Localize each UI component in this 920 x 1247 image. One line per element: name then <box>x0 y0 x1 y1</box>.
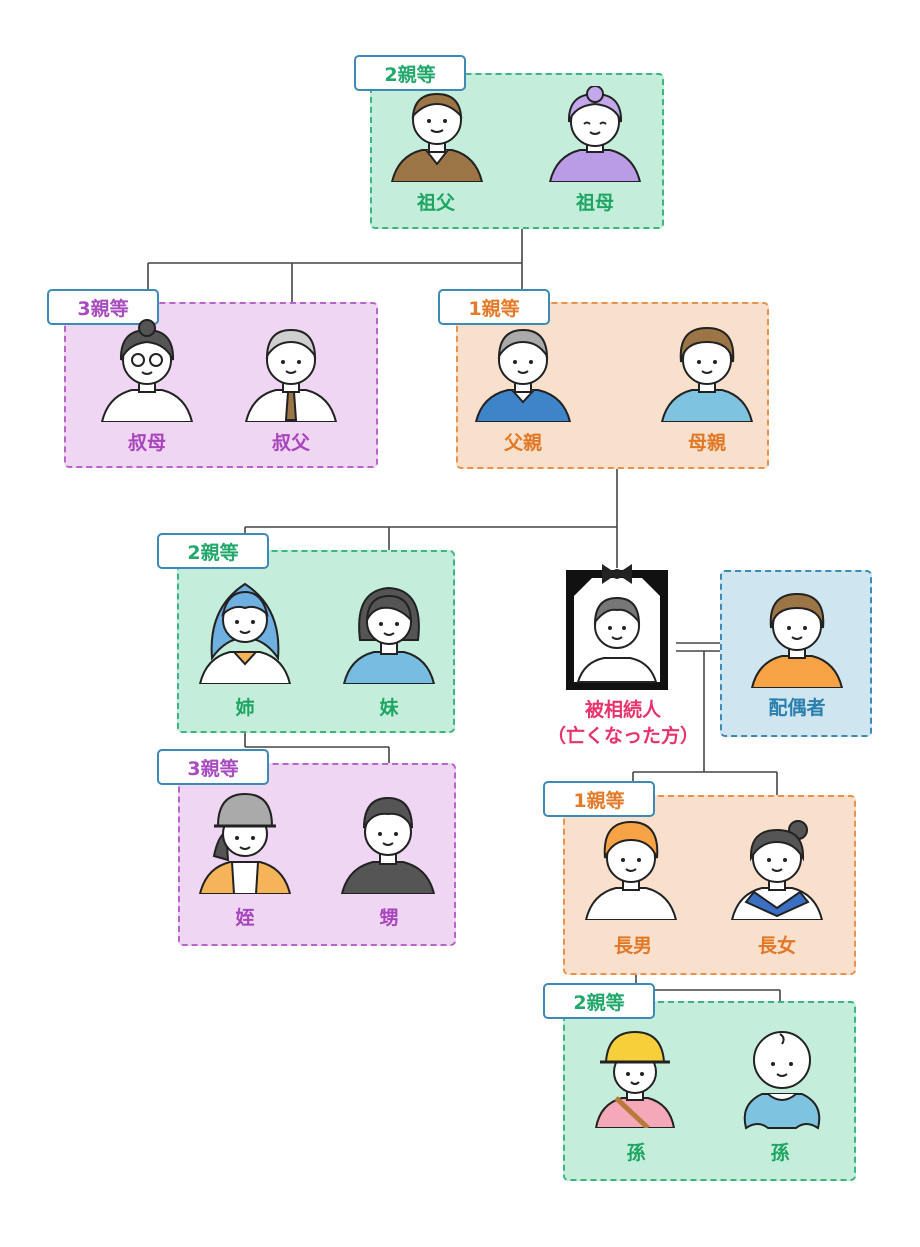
grandfather-avatar <box>390 92 484 182</box>
grandmother-avatar <box>548 86 642 182</box>
label-grandchild-1: 孫 <box>626 1142 646 1164</box>
younger-sister-avatar <box>342 586 436 684</box>
degree-tag-grandparents: 2親等 <box>354 55 466 91</box>
label-mother: 母親 <box>687 432 726 454</box>
label-uncle: 叔父 <box>271 432 310 454</box>
label-eldest-son: 長男 <box>613 935 652 957</box>
label-deceased-line2: （亡くなった方） <box>546 725 699 747</box>
eldest-daughter-avatar <box>730 820 824 920</box>
degree-tag-parents: 1親等 <box>438 289 550 325</box>
grandchild-2-avatar <box>743 1031 821 1130</box>
label-grandchild-2: 孫 <box>770 1142 790 1164</box>
label-older-sister: 姉 <box>235 697 255 719</box>
spouse-avatar <box>750 592 844 688</box>
label-eldest-daughter: 長女 <box>757 935 796 957</box>
degree-tag-grandchildren: 2親等 <box>543 983 655 1019</box>
label-niece: 姪 <box>235 907 255 929</box>
label-grandmother: 祖母 <box>575 192 614 214</box>
label-grandfather: 祖父 <box>416 192 455 214</box>
older-sister-avatar <box>198 582 292 684</box>
degree-tag-children: 1親等 <box>543 781 655 817</box>
nephew-avatar <box>340 796 436 894</box>
children-group <box>563 795 856 975</box>
degree-tag-siblings: 2親等 <box>157 533 269 569</box>
mother-avatar <box>660 326 754 422</box>
label-deceased: 被相続人 （亡くなった方） <box>538 697 708 749</box>
aunt-uncle-group <box>64 302 378 468</box>
label-father: 父親 <box>503 432 542 454</box>
grandchildren-group <box>563 1001 856 1181</box>
eldest-son-avatar <box>584 820 678 920</box>
degree-tag-niece-nephew: 3親等 <box>157 749 269 785</box>
deceased-portrait <box>566 564 668 690</box>
label-younger-sister: 妹 <box>379 697 399 719</box>
father-avatar <box>474 328 572 422</box>
label-aunt: 叔母 <box>127 432 166 454</box>
niece-avatar <box>198 792 292 894</box>
label-deceased-line1: 被相続人 <box>584 699 661 721</box>
uncle-avatar <box>244 328 338 422</box>
grandchild-1-avatar <box>594 1030 676 1128</box>
label-spouse: 配偶者 <box>768 697 826 719</box>
label-nephew: 甥 <box>379 907 399 929</box>
aunt-avatar <box>100 319 194 422</box>
degree-tag-aunt-uncle: 3親等 <box>47 289 159 325</box>
